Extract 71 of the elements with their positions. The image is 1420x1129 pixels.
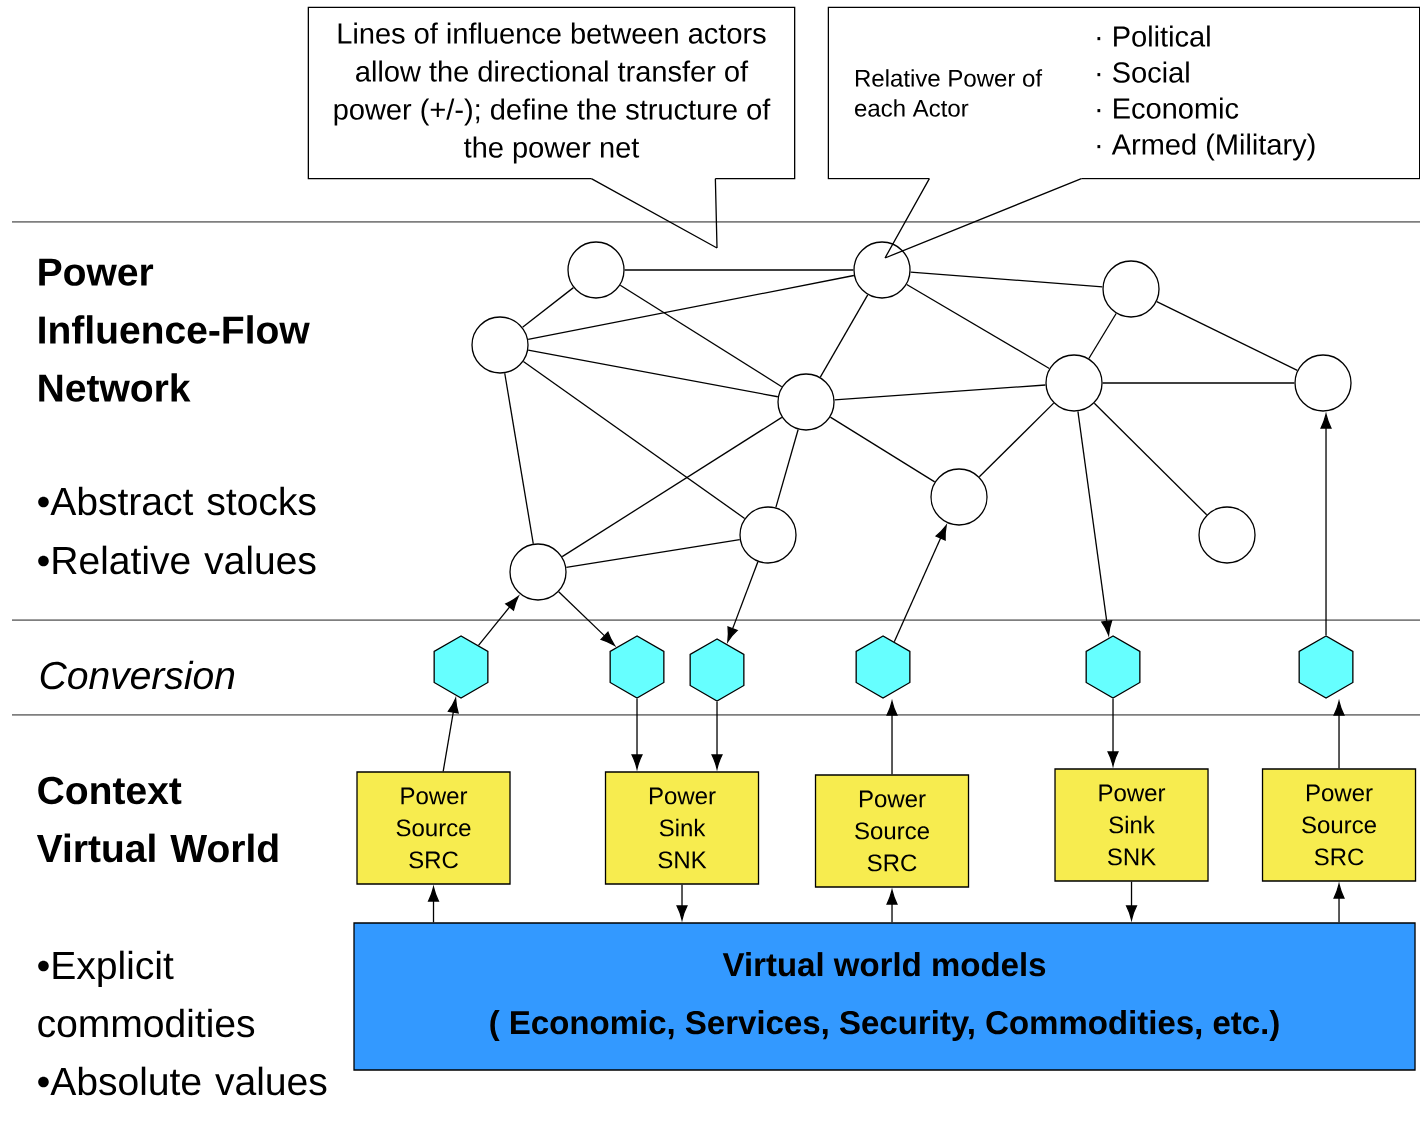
link-line [1093, 402, 1208, 516]
arrow [886, 889, 898, 923]
link-line [909, 271, 1104, 288]
bullet-text: •Relative values [38, 545, 316, 575]
leader-line [590, 178, 718, 249]
converter-hexagon [689, 638, 745, 702]
arrow [1107, 698, 1119, 767]
link-line [978, 402, 1055, 478]
arrow [477, 595, 519, 646]
link-line [1088, 312, 1117, 360]
link-line [527, 349, 779, 398]
arrow [711, 701, 723, 770]
power-box: Power Source SRC [356, 771, 511, 885]
arrow [1333, 883, 1345, 923]
arrow [631, 698, 643, 770]
arrow [676, 884, 688, 921]
actor-circle [739, 506, 797, 564]
link-line [906, 283, 1050, 370]
link-line [527, 274, 855, 341]
model-box: Virtual world models ( Economic, Services, Security, Commodities, etc.) [353, 922, 1416, 1071]
converter-hexagon [1085, 635, 1141, 699]
link-line [561, 416, 783, 558]
converter-hexagon [609, 635, 665, 699]
link-line [504, 372, 534, 545]
power-box: Power Source SRC [814, 774, 970, 888]
callout-box: Lines of influence between actors allow the directional transfer of power (+/-); define the structure of the power net [307, 6, 796, 180]
actor-circle [471, 316, 529, 374]
arrow [442, 698, 459, 772]
arrow [1077, 410, 1113, 636]
bullet-text: •Abstract stocks [38, 486, 316, 516]
actor-circle [1102, 260, 1160, 318]
arrow [727, 561, 759, 642]
bullet-text: •Absolute values [38, 1066, 327, 1096]
power-box: Power Sink SNK [604, 771, 760, 885]
actor-circle [567, 241, 625, 299]
arrow [1320, 413, 1332, 636]
arrow [1125, 881, 1138, 921]
arrow [893, 525, 947, 643]
arrow [558, 591, 615, 646]
link-line [522, 360, 746, 520]
actor-circle [1198, 506, 1256, 564]
actor-circle [777, 373, 835, 431]
converter-hexagon [433, 635, 489, 699]
arrow [427, 886, 440, 923]
link-line [775, 428, 799, 509]
actor-circle [1045, 354, 1103, 412]
link-line [624, 269, 854, 271]
actor-circle [930, 468, 988, 526]
link-line [565, 538, 741, 569]
link-line [1102, 382, 1295, 384]
bullet-text: •Explicit commodities [38, 950, 255, 1038]
actor-circle [853, 241, 911, 299]
callout-box: Relative Power of each Actor · Political · Social · Economic · Armed (Military) [827, 6, 1420, 180]
actor-circle [509, 543, 567, 601]
link-line [833, 384, 1047, 401]
link-line [521, 287, 575, 328]
arrow [886, 700, 898, 775]
converter-hexagon [855, 635, 911, 699]
section-label: Conversion [40, 660, 235, 690]
link-line [829, 416, 936, 483]
section-heading: Power Influence-Flow Network [39, 258, 310, 402]
power-box: Power Sink SNK [1054, 768, 1209, 882]
converter-hexagon [1298, 635, 1354, 699]
leader-line [884, 178, 1082, 259]
power-box: Power Source SRC [1261, 768, 1417, 882]
actor-circle [1294, 354, 1352, 412]
arrow [1333, 700, 1345, 769]
link-line [619, 284, 783, 388]
section-heading: Context Virtual World [36, 776, 278, 863]
link-line [1156, 300, 1298, 372]
link-line [819, 294, 869, 378]
